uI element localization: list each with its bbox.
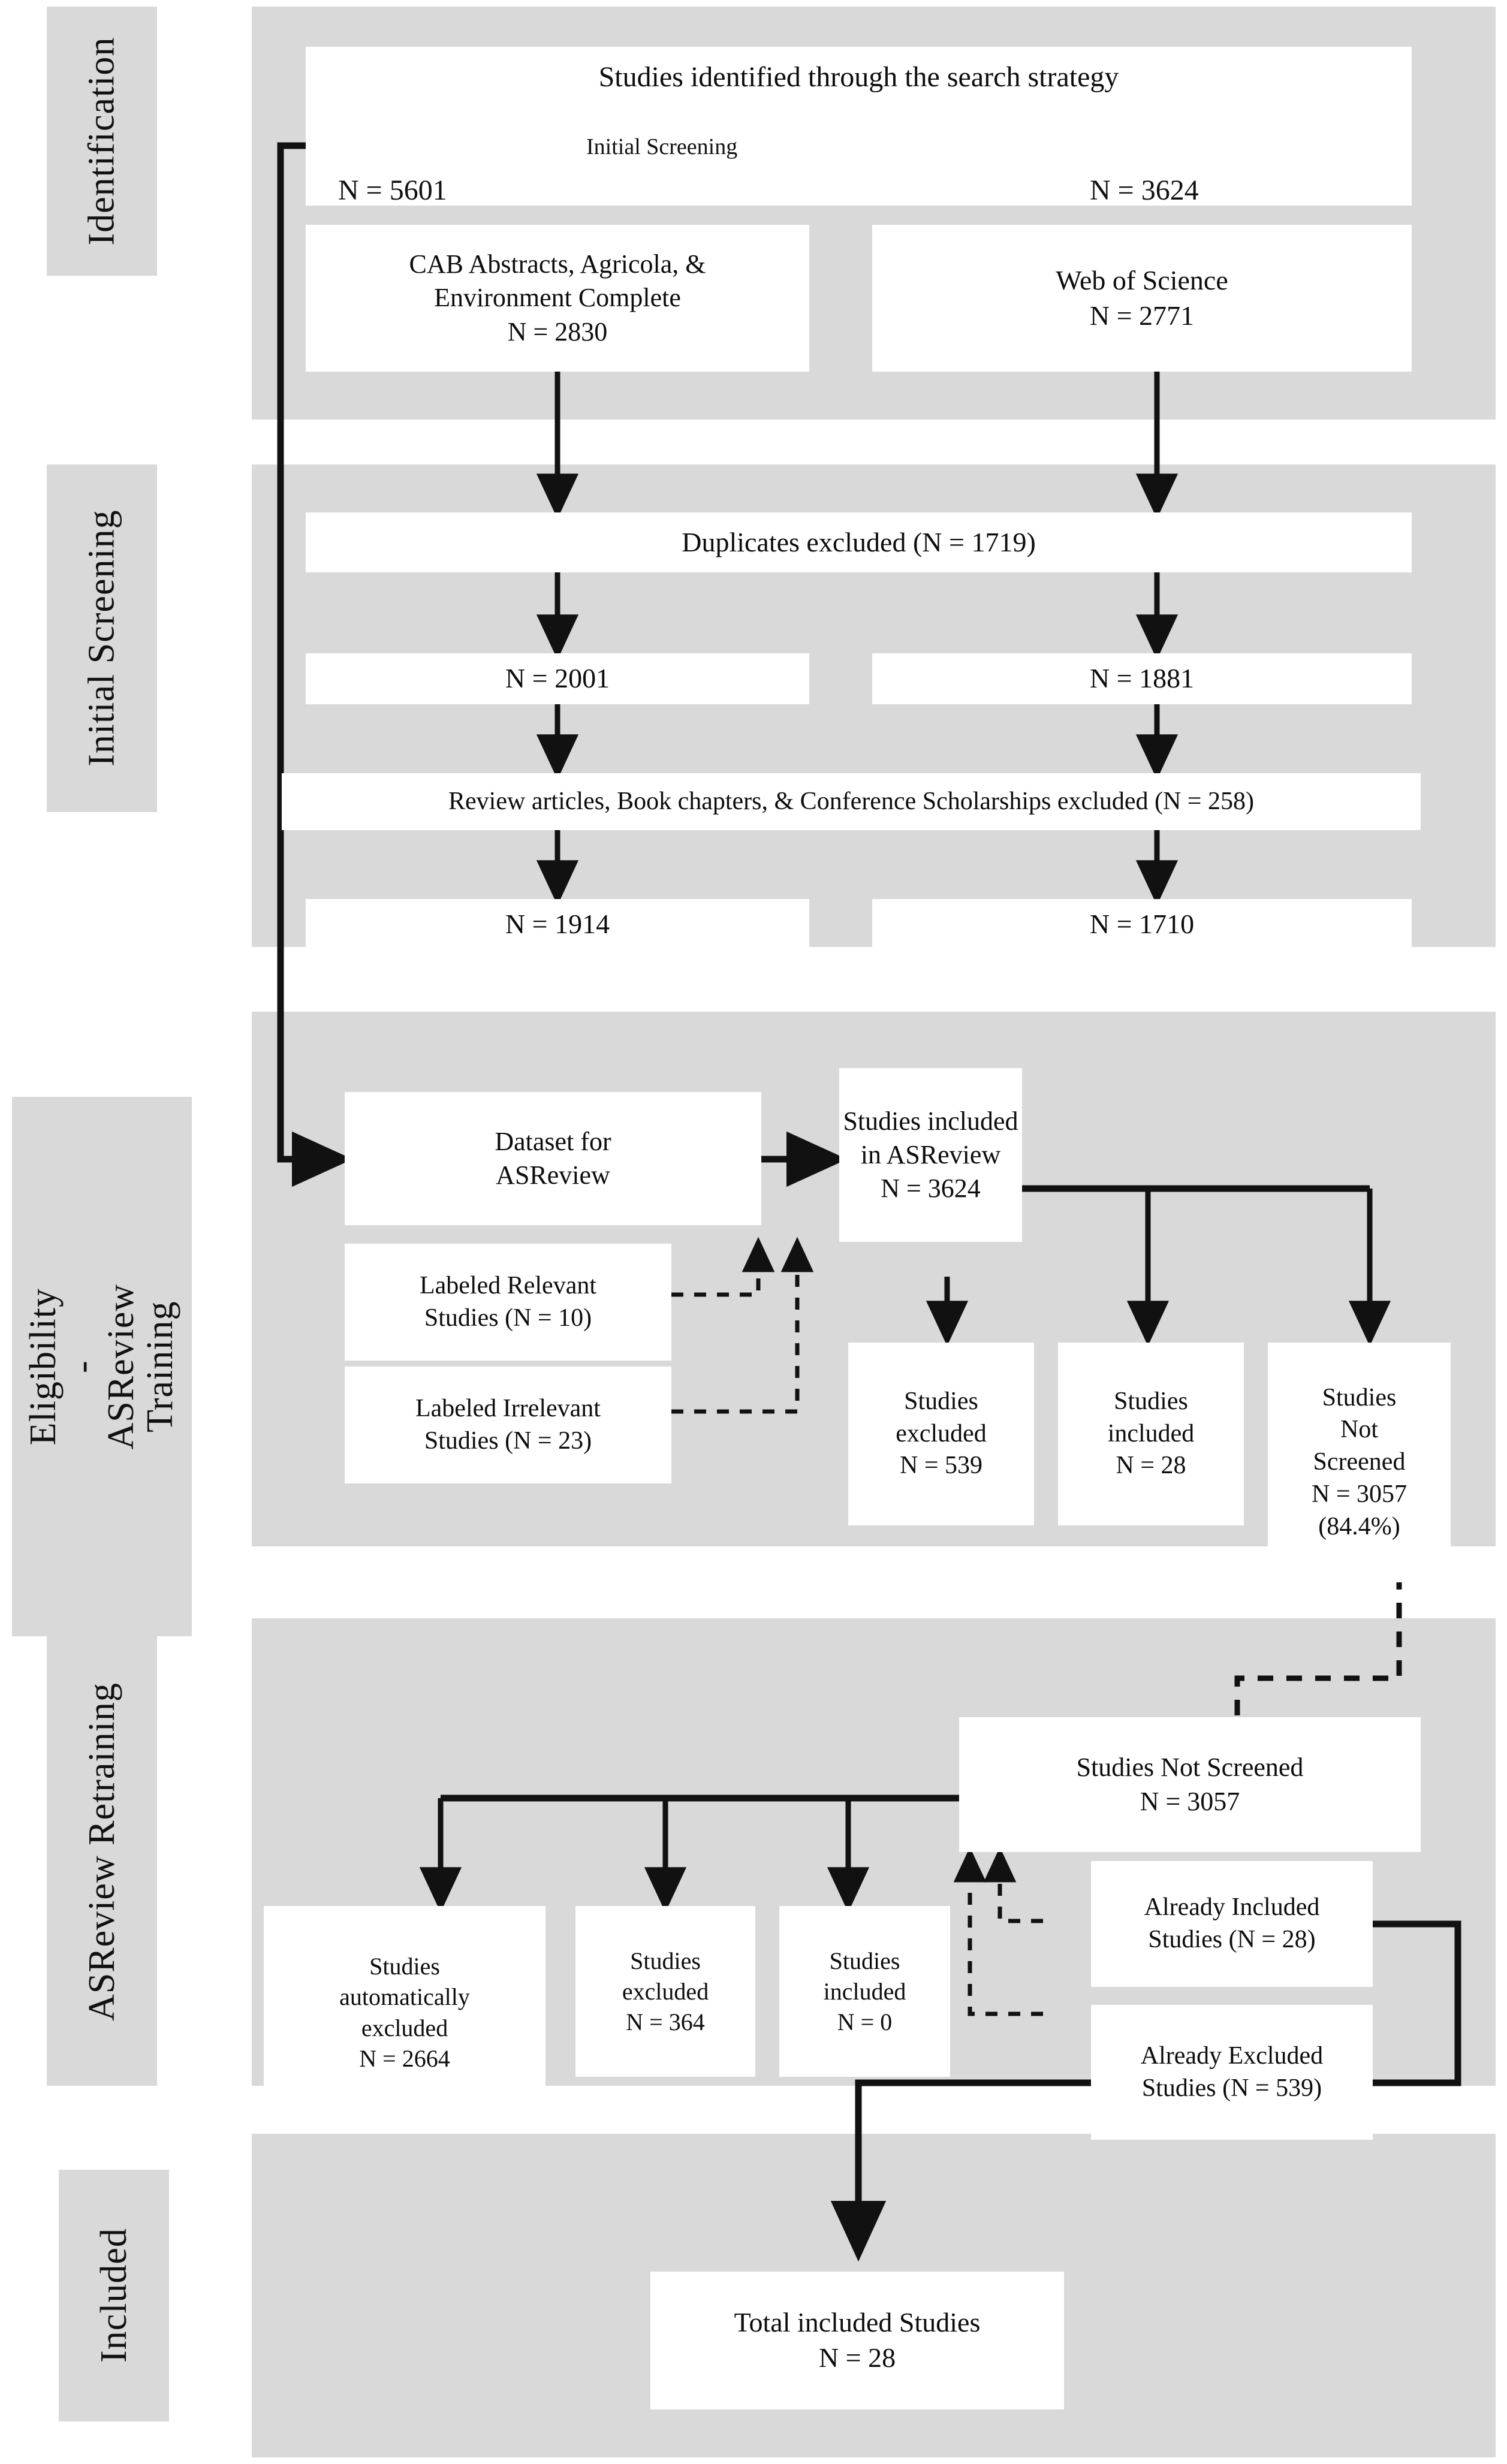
stage-label-included-text: Included — [93, 2228, 134, 2363]
box-included-asreview-line2: in ASReview — [860, 1139, 1001, 1169]
box-train-included-line3: N = 28 — [1116, 1452, 1186, 1480]
box-labeled-irrelevant-line1: Labeled Irrelevant — [415, 1394, 601, 1422]
box-train-not-screened-line4: N = 3057 — [1311, 1480, 1407, 1508]
box-already-included-line1: Already Included — [1144, 1893, 1320, 1922]
box-retrain-included[interactable]: Studies included N = 0 — [779, 1906, 950, 2077]
box-train-excluded-line1: Studies — [904, 1387, 978, 1415]
box-databases-b-line2: N = 2771 — [1089, 300, 1195, 331]
box-train-not-screened-line5: (84.4%) — [1318, 1512, 1400, 1540]
box-retrain-auto-excluded-line1: Studies — [369, 1953, 440, 1980]
box-train-not-screened-line1: Studies — [1322, 1383, 1397, 1412]
box-search-strategy[interactable]: Studies identified through the search st… — [306, 47, 1412, 206]
box-after-dup-a[interactable]: N = 2001 — [306, 653, 809, 704]
box-retrain-excluded-line1: Studies — [630, 1947, 701, 1974]
stage-label-included: Included — [59, 2170, 169, 2421]
box-retrain-included-line2: included — [823, 1977, 906, 2005]
box-labeled-relevant-line2: Studies (N = 10) — [424, 1304, 592, 1332]
box-already-excluded-line1: Already Excluded — [1140, 2041, 1324, 2070]
box-labeled-irrelevant-line2: Studies (N = 23) — [424, 1426, 592, 1455]
box-type-excluded-line1: Review articles, Book chapters, & Confer… — [448, 787, 1254, 815]
stage-label-asreview-retraining-text: ASReview Retraining — [81, 1682, 122, 2022]
box-duplicates-excluded[interactable]: Duplicates excluded (N = 1719) — [306, 512, 1412, 572]
box-type-excluded[interactable]: Review articles, Book chapters, & Confer… — [282, 773, 1421, 830]
box-after-dup-a-line1: N = 2001 — [505, 663, 610, 694]
box-retrain-excluded-line2: excluded — [622, 1977, 709, 2005]
box-train-included-line2: included — [1107, 1419, 1195, 1447]
box-search-strategy-n-after: N = 3624 — [1090, 174, 1199, 207]
box-dataset-asreview-line2: ASReview — [496, 1160, 610, 1190]
box-train-included-line1: Studies — [1114, 1387, 1188, 1415]
stage-label-initial-screening: Initial Screening — [47, 465, 157, 812]
box-retrain-auto-excluded[interactable]: Studies automatically excluded N = 2664 — [264, 1906, 545, 2119]
box-retrain-auto-excluded-line2: automatically — [339, 1983, 470, 2011]
box-retrain-not-screened-line1: Studies Not Screened — [1076, 1753, 1304, 1783]
box-databases-a-line1: CAB Abstracts, Agricola, & — [409, 249, 706, 279]
box-already-included-line2: Studies (N = 28) — [1148, 1926, 1316, 1953]
box-train-excluded-line3: N = 539 — [899, 1452, 983, 1480]
box-retrain-excluded-line3: N = 364 — [626, 2008, 705, 2036]
box-train-not-screened-line3: Screened — [1313, 1448, 1406, 1476]
box-databases-a-line3: N = 2830 — [507, 316, 608, 346]
box-train-not-screened[interactable]: Studies Not Screened N = 3057 (84.4%) — [1268, 1343, 1451, 1582]
box-after-type-b[interactable]: N = 1710 — [872, 899, 1412, 950]
box-retrain-included-line3: N = 0 — [837, 2008, 893, 2036]
box-search-strategy-title: Studies identified through the search st… — [598, 61, 1119, 93]
stage-label-identification: Identification — [47, 7, 157, 276]
stage-label-eligibility-line1: Eligibility - — [22, 1287, 103, 1446]
box-already-excluded[interactable]: Already Excluded Studies (N = 539) — [1091, 2005, 1373, 2140]
box-after-type-a[interactable]: N = 1914 — [306, 899, 809, 950]
box-labeled-relevant-line1: Labeled Relevant — [419, 1271, 597, 1299]
box-retrain-not-screened-line2: N = 3057 — [1140, 1786, 1240, 1816]
box-included-asreview-line3: N = 3624 — [881, 1174, 981, 1204]
box-dataset-asreview[interactable]: Dataset for ASReview — [345, 1092, 761, 1225]
box-labeled-relevant[interactable]: Labeled Relevant Studies (N = 10) — [345, 1244, 671, 1361]
box-databases-a[interactable]: CAB Abstracts, Agricola, & Environment C… — [306, 225, 809, 372]
stage-label-asreview-retraining: ASReview Retraining — [47, 1618, 157, 2086]
box-after-dup-b-line1: N = 1881 — [1089, 663, 1195, 694]
box-retrain-auto-excluded-line4: N = 2664 — [359, 2044, 450, 2072]
box-duplicates-excluded-line1: Duplicates excluded (N = 1719) — [682, 526, 1036, 557]
box-retrain-excluded[interactable]: Studies excluded N = 364 — [575, 1906, 755, 2077]
box-search-strategy-n-before: N = 5601 — [338, 174, 447, 207]
box-train-not-screened-line2: Not — [1340, 1416, 1378, 1444]
stage-label-eligibility: Eligibility - ASReview Training — [12, 1097, 192, 1636]
box-after-dup-b[interactable]: N = 1881 — [872, 653, 1412, 704]
box-total-included-line2: N = 28 — [818, 2342, 896, 2373]
box-total-included-line1: Total included Studies — [734, 2307, 981, 2338]
box-databases-a-line2: Environment Complete — [434, 283, 681, 313]
box-after-type-b-line1: N = 1710 — [1089, 909, 1195, 940]
box-train-excluded[interactable]: Studies excluded N = 539 — [848, 1343, 1034, 1525]
box-train-included[interactable]: Studies included N = 28 — [1058, 1343, 1244, 1525]
box-databases-b[interactable]: Web of Science N = 2771 — [872, 225, 1412, 372]
box-included-asreview-line1: Studies included — [843, 1106, 1018, 1136]
box-retrain-included-line1: Studies — [829, 1947, 900, 1974]
box-retrain-not-screened[interactable]: Studies Not Screened N = 3057 — [959, 1717, 1421, 1852]
box-labeled-irrelevant[interactable]: Labeled Irrelevant Studies (N = 23) — [345, 1367, 671, 1483]
stage-label-eligibility-line2: ASReview Training — [101, 1283, 181, 1450]
stage-label-identification-text: Identification — [81, 37, 122, 246]
box-after-type-a-line1: N = 1914 — [505, 909, 610, 940]
box-total-included[interactable]: Total included Studies N = 28 — [650, 2272, 1064, 2409]
box-dataset-asreview-line1: Dataset for — [495, 1126, 611, 1156]
box-already-included[interactable]: Already Included Studies (N = 28) — [1091, 1861, 1373, 1987]
box-included-asreview[interactable]: Studies included in ASReview N = 3624 — [839, 1068, 1022, 1242]
stage-label-eligibility-text: Eligibility - ASReview Training — [22, 1277, 181, 1456]
arrow-label-initial-screening: Initial Screening — [586, 134, 738, 160]
box-databases-b-line1: Web of Science — [1056, 264, 1228, 295]
box-train-excluded-line2: excluded — [896, 1419, 987, 1447]
box-already-excluded-line2: Studies (N = 539) — [1141, 2074, 1322, 2102]
box-retrain-auto-excluded-line3: excluded — [361, 2014, 448, 2041]
stage-label-initial-screening-text: Initial Screening — [81, 509, 122, 767]
